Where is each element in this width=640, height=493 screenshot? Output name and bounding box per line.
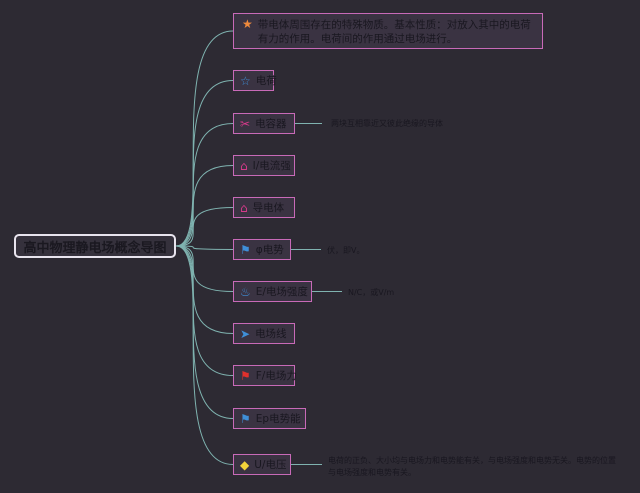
node-label: 带电体周围存在的特殊物质。基本性质：对放入其中的电荷有力的作用。电荷间的作用通过…: [257, 19, 531, 45]
node-definition[interactable]: ★ 带电体周围存在的特殊物质。基本性质：对放入其中的电荷有力的作用。电荷间的作用通…: [233, 13, 543, 49]
star-outline-icon: ☆: [240, 73, 251, 88]
node-label: U/电压: [254, 459, 287, 471]
connector-definition: [175, 30, 234, 247]
node-potential[interactable]: ⚑ φ电势: [233, 239, 291, 260]
node-induction[interactable]: ⌂ 导电体: [233, 197, 295, 218]
flag-icon: ⚑: [240, 368, 251, 383]
connector-field-strength: [175, 245, 234, 292]
node-label: 电场线: [255, 328, 287, 340]
node-potential-diff[interactable]: ◆ U/电压: [233, 454, 291, 475]
connector-potential-diff: [175, 245, 234, 465]
note-potential-diff: 电荷的正负、大小均与电场力和电势能有关，与电场强度和电势无关。电势的位置与电场强…: [328, 456, 616, 477]
connector-charge: [175, 80, 234, 247]
root-node[interactable]: 高中物理静电场概念导图: [14, 234, 176, 258]
connector-potential-energy: [175, 245, 234, 419]
flag-icon: ⚑: [240, 242, 251, 257]
note-potential: 伏，即V。: [327, 246, 365, 255]
node-label: 导电体: [252, 202, 285, 214]
node-field-strength[interactable]: ♨ E/电场强度: [233, 281, 312, 302]
flag-icon: ⚑: [240, 411, 251, 426]
connector-capacitor: [175, 123, 234, 247]
node-potential-energy[interactable]: ⚑ Ep电势能: [233, 408, 306, 429]
connector-field-force: [175, 245, 234, 376]
node-field-force[interactable]: ⚑ F/电场力: [233, 365, 297, 386]
connector-potential: [175, 245, 234, 250]
send-icon: ➤: [240, 326, 251, 341]
node-label: φ电势: [255, 244, 284, 256]
home-icon: ⌂: [240, 158, 248, 173]
node-label: I/电流强: [252, 160, 291, 172]
node-label: Ep电势能: [255, 413, 301, 425]
flame-icon: ♨: [240, 284, 251, 299]
home-icon: ⌂: [240, 200, 248, 215]
node-label: E/电场强度: [255, 286, 308, 298]
tools-icon: ✂: [240, 116, 251, 131]
note-field-strength: N/C，或V/m: [348, 288, 395, 297]
connector-field-lines: [175, 245, 234, 334]
diamond-icon: ◆: [240, 457, 250, 472]
node-capacitor[interactable]: ✂ 电容器: [233, 113, 295, 134]
node-label: 电荷: [255, 75, 277, 87]
node-charge[interactable]: ☆ 电荷: [233, 70, 277, 91]
node-field-lines[interactable]: ➤ 电场线: [233, 323, 295, 344]
node-label: F/电场力: [255, 370, 297, 382]
node-current[interactable]: ⌂ I/电流强: [233, 155, 295, 176]
node-label: 电容器: [255, 118, 287, 130]
connector-induction: [175, 207, 234, 247]
connector-current: [175, 165, 234, 247]
star-filled-icon: ★: [242, 17, 253, 31]
note-capacitor: 两块互相靠近又彼此绝缘的导体: [331, 118, 443, 128]
